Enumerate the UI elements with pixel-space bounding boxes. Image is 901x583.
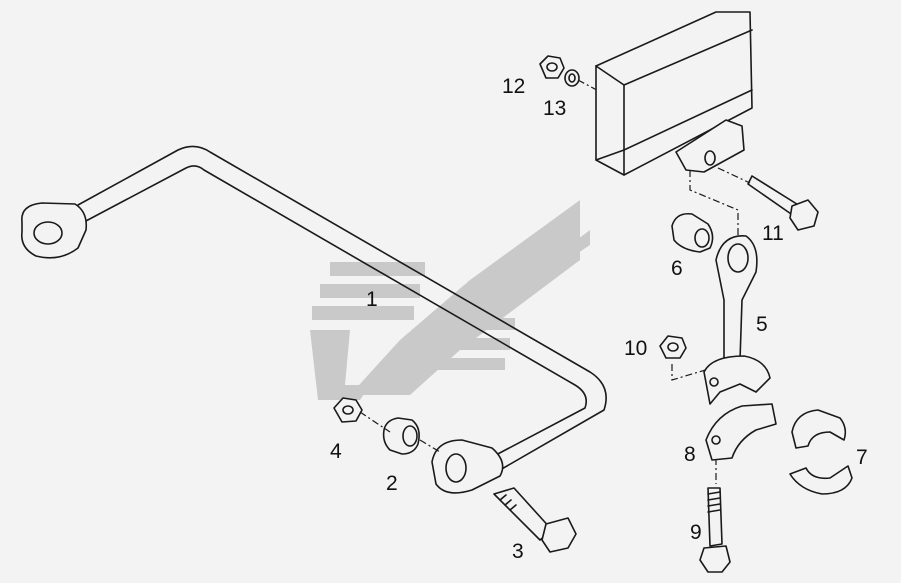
rubber-bushing-halves [789,409,853,495]
watermark-logo [310,180,590,400]
nut-left [333,397,363,423]
frame-rail [595,11,753,176]
bushing-upper [671,212,714,253]
callout-1: 1 [366,288,378,311]
leader-lines [359,79,751,484]
callout-8: 8 [684,443,696,466]
bolt-upper [747,175,819,231]
callout-4: 4 [330,440,342,463]
callout-9: 9 [690,521,702,544]
stabilizer-link [703,235,771,405]
callout-13: 13 [543,97,567,120]
callout-3: 3 [512,540,524,563]
nut-middle [659,335,687,359]
callout-6: 6 [671,257,683,280]
nut-top [539,55,565,79]
callout-7: 7 [856,446,868,469]
bolt-vertical [699,487,731,573]
washer-top [564,69,580,87]
bushing-small [382,417,420,455]
bolt-lower [493,487,577,553]
clamp-bracket [705,403,777,461]
stabilizer-bar [20,145,607,494]
callout-5: 5 [756,313,768,336]
callout-12: 12 [502,75,526,98]
callout-2: 2 [386,472,398,495]
callout-11: 11 [762,222,784,245]
callout-10: 10 [624,337,648,360]
